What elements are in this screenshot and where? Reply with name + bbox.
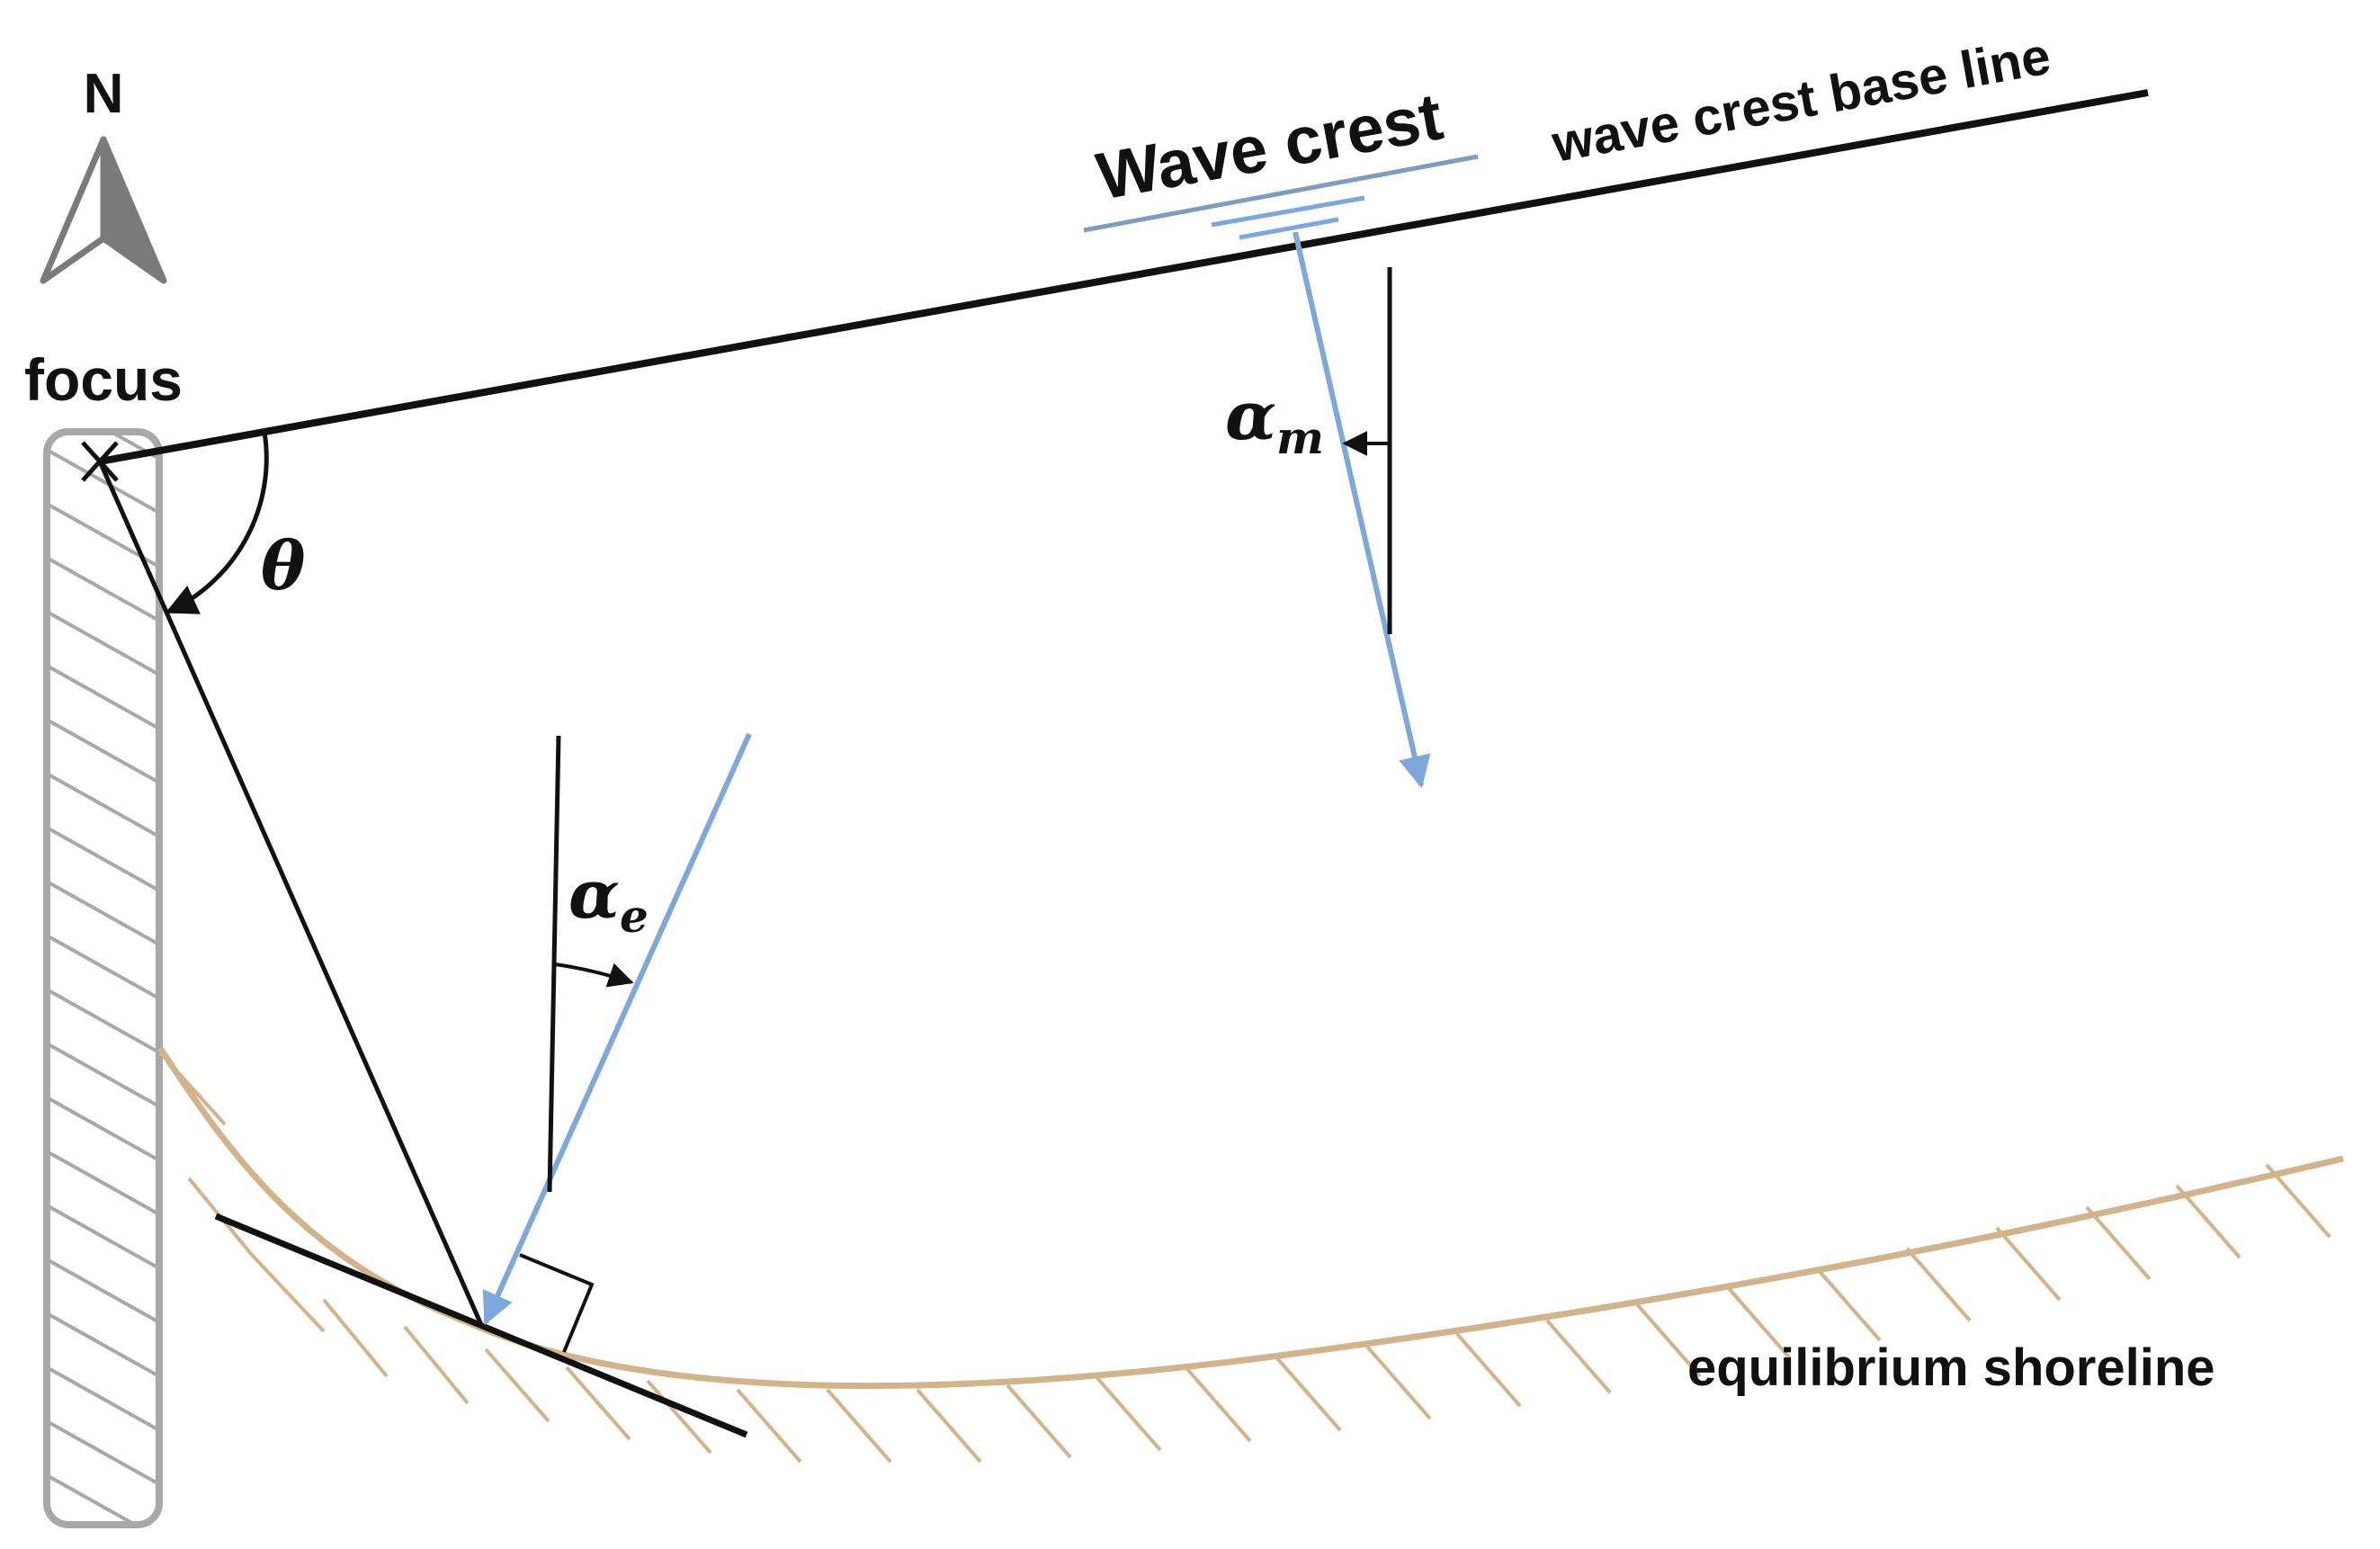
wave-crest-marker (1083, 154, 1479, 240)
nearshore-wave-ray (482, 732, 752, 1326)
north-label: N (84, 63, 124, 125)
shoreline-label: equilibrium shoreline (1687, 1339, 2215, 1397)
wave-crest-base-line (99, 89, 2149, 465)
headland-bar (43, 428, 163, 1528)
control-line (97, 460, 485, 1329)
equilibrium-shoreline (157, 1046, 2344, 1464)
offshore-wave-ray (1293, 231, 1431, 789)
alpha-e-label: αe (568, 856, 649, 943)
theta-label: θ (261, 528, 306, 605)
north-arrow-icon (40, 136, 107, 284)
alpha-e-arc-arrow (554, 963, 634, 988)
shoreline-tangent (214, 1213, 748, 1438)
right-angle-mark (519, 1253, 595, 1353)
alpha-m-label: αm (1225, 378, 1324, 464)
theta-arc (165, 431, 269, 614)
focus-label: focus (24, 346, 183, 413)
north-arrow: N (40, 63, 167, 284)
nearshore-north-reference (547, 735, 561, 1193)
